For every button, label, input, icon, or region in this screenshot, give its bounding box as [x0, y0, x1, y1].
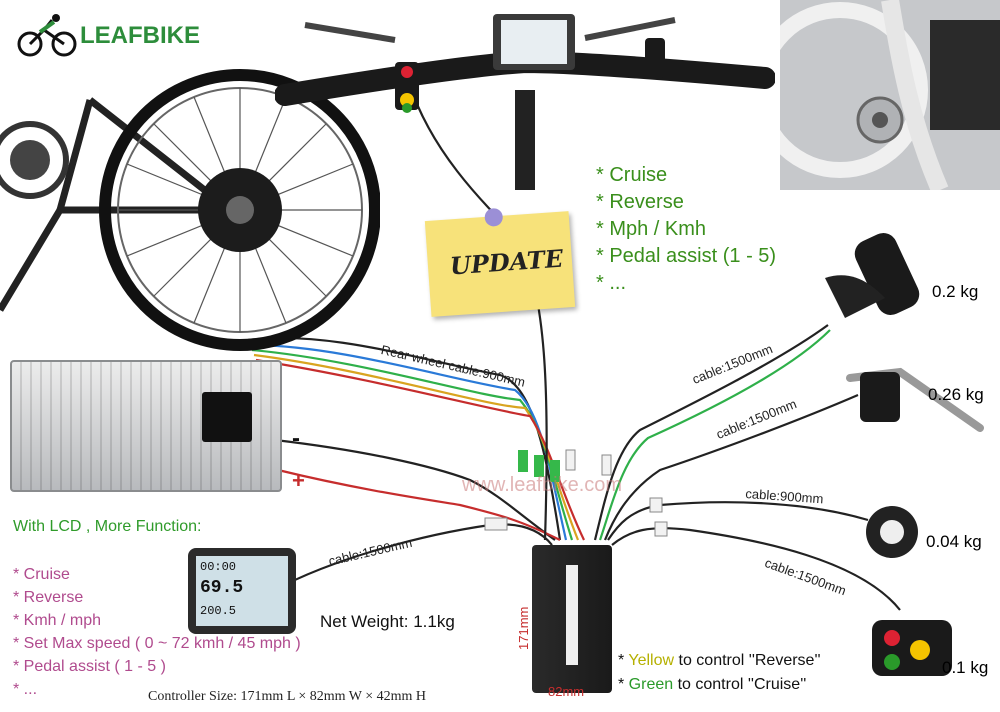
pas-sensor [866, 506, 918, 558]
lcd-feature-item: * Pedal assist ( 1 - 5 ) [13, 658, 166, 675]
controller [532, 545, 612, 693]
top-feature-item: * ... [596, 272, 627, 294]
lcd-display: 00:00 69.5 200.5 [188, 548, 296, 634]
note-rest: to control ''Cruise'' [673, 676, 807, 693]
note-rest: to control ''Reverse'' [674, 652, 821, 669]
top-feature-item: * Reverse [596, 191, 684, 213]
top-feature-item: * Cruise [596, 164, 668, 186]
controller-width-label: 82mm [548, 684, 585, 699]
top-feature-list: * Cruise * Reverse * Mph / Kmh * Pedal a… [596, 162, 776, 297]
brand-logo: LEAFBIKE [16, 10, 216, 62]
controller-label-sticker [566, 565, 578, 665]
battery-negative-label: - [292, 425, 300, 452]
update-note-text: UPDATE [449, 243, 565, 281]
lcd-feature-item: * Set Max speed ( 0 ~ 72 kmh / 45 mph ) [13, 635, 301, 652]
lcd-speed: 69.5 [200, 578, 244, 598]
switch-weight: 0.1 kg [942, 658, 989, 677]
rear-wheel-motor [0, 69, 380, 351]
throttle-weight: 0.2 kg [932, 282, 979, 301]
watermark: www.leafbike.com [462, 474, 623, 496]
lcd-screen: 00:00 69.5 200.5 [196, 556, 288, 626]
lcd-feature-item: * Reverse [13, 589, 84, 606]
cyclist-icon [17, 14, 77, 57]
controller-size: Controller Size: 171mm L × 82mm W × 42mm… [148, 689, 427, 704]
note-yellow-word: Yellow [628, 652, 675, 669]
pas-weight: 0.04 kg [926, 532, 982, 551]
brake-weight: 0.26 kg [928, 385, 984, 404]
pin-icon [484, 207, 504, 227]
note-prefix: * [618, 676, 629, 693]
function-switch [872, 620, 952, 676]
throttle [825, 233, 920, 318]
controller-height-label: 171mm [516, 606, 531, 650]
battery-positive-label: + [292, 468, 305, 493]
battery-switch [202, 392, 252, 442]
lcd-feature-item: * Cruise [13, 566, 70, 583]
lcd-feature-item: * Kmh / mph [13, 612, 102, 629]
front-hub-photo [780, 0, 1000, 190]
net-weight: Net Weight: 1.1kg [320, 612, 455, 631]
top-feature-item: * Pedal assist (1 - 5) [596, 245, 777, 267]
lcd-section-title: With LCD , More Function: [13, 518, 202, 535]
update-note: UPDATE [424, 207, 576, 317]
lcd-time: 00:00 [200, 560, 237, 574]
lcd-odo: 200.5 [200, 604, 237, 618]
yellow-control-note: * Yellow to control ''Reverse'' [618, 652, 821, 670]
lcd-feature-item: * ... [13, 681, 38, 698]
brand-name: LEAFBIKE [80, 22, 200, 49]
brake-lever [846, 367, 984, 432]
battery [10, 360, 282, 492]
green-control-note: * Green to control ''Cruise'' [618, 676, 806, 694]
note-prefix: * [618, 652, 629, 669]
top-feature-item: * Mph / Kmh [596, 218, 707, 240]
handlebar-assembly [275, 14, 775, 190]
note-green-word: Green [628, 676, 674, 693]
lcd-feature-list: * Cruise * Reverse * Kmh / mph * Set Max… [13, 563, 301, 701]
